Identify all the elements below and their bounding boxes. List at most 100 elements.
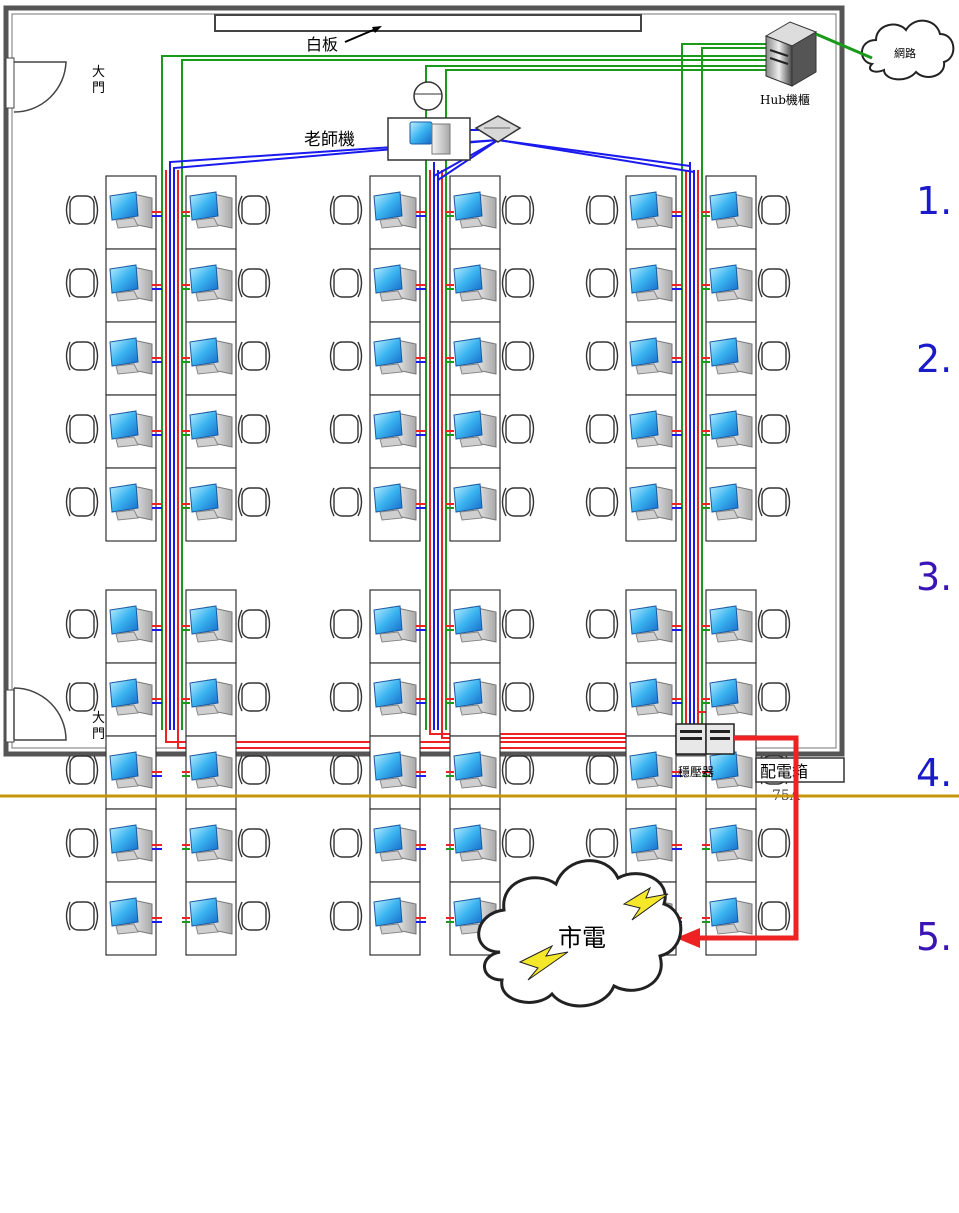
power-cable: [165, 730, 676, 743]
network-cable: [161, 55, 766, 170]
chair-icon: [501, 414, 535, 444]
list-number-3: 3.: [916, 555, 952, 599]
internet-cloud: [815, 19, 955, 81]
computer-icon: [453, 264, 497, 302]
chair-icon: [237, 341, 271, 371]
city-power-cloud: [477, 859, 683, 1008]
chair-icon: [65, 609, 99, 639]
lightning-bolt-icon: [518, 944, 569, 981]
network-cable: [681, 43, 766, 170]
chair-icon: [329, 414, 363, 444]
chair-icon: [329, 609, 363, 639]
computer-icon: [373, 678, 417, 716]
chair-icon: [65, 487, 99, 517]
computer-icon: [629, 605, 673, 643]
computer-icon: [709, 337, 753, 375]
computer-icon: [453, 824, 497, 862]
computer-icon: [453, 483, 497, 521]
chair-icon: [237, 755, 271, 785]
chair-icon: [65, 341, 99, 371]
list-number-5: 5.: [916, 915, 952, 959]
teacher-pc-label: 老師機: [304, 130, 355, 150]
chair-icon: [237, 487, 271, 517]
computer-icon: [709, 483, 753, 521]
chair-icon: [757, 828, 791, 858]
computer-icon: [189, 337, 233, 375]
main-power-line: [676, 735, 799, 948]
computer-icon: [373, 410, 417, 448]
computer-icon: [709, 605, 753, 643]
network-cable: [181, 59, 766, 170]
door-label-bottom: 大門: [92, 711, 105, 742]
chair-icon: [757, 195, 791, 225]
chair-icon: [757, 609, 791, 639]
chair-icon: [329, 487, 363, 517]
network-cable: [701, 47, 766, 170]
computer-icon: [109, 897, 153, 935]
computer-icon: [629, 483, 673, 521]
computer-icon: [453, 605, 497, 643]
chair-icon: [585, 414, 619, 444]
computer-icon: [189, 191, 233, 229]
chair-icon: [585, 195, 619, 225]
chair-icon: [757, 341, 791, 371]
chair-icon: [501, 755, 535, 785]
hub-cabinet-label: Hub機櫃: [760, 92, 810, 107]
computer-icon: [629, 824, 673, 862]
chair-icon: [65, 682, 99, 712]
computer-icon: [453, 897, 497, 935]
chair-icon: [65, 195, 99, 225]
power-cable: [177, 730, 676, 749]
computer-icon: [189, 751, 233, 789]
chair-icon: [65, 268, 99, 298]
chair-icon: [237, 828, 271, 858]
distribution-box-label: 配電箱: [760, 762, 808, 781]
chair-icon: [501, 828, 535, 858]
computer-icon: [709, 264, 753, 302]
server-icon: [764, 21, 818, 87]
computer-icon: [373, 897, 417, 935]
computer-icon: [629, 410, 673, 448]
chair-icon: [501, 487, 535, 517]
stabilizer-label: 穩壓器: [678, 765, 714, 779]
chair-icon: [757, 268, 791, 298]
computer-icon: [373, 751, 417, 789]
chair-icon: [237, 682, 271, 712]
power-cable: [429, 730, 676, 735]
computer-icon: [109, 605, 153, 643]
workstation-layer: [65, 175, 791, 956]
chair-icon: [237, 609, 271, 639]
computer-icon: [373, 824, 417, 862]
computer-icon: [189, 678, 233, 716]
computer-icon: [453, 678, 497, 716]
computer-icon: [109, 264, 153, 302]
list-number-1: 1.: [916, 179, 952, 223]
chair-icon: [65, 901, 99, 931]
cable-layer: [161, 43, 766, 749]
computer-icon: [109, 751, 153, 789]
chair-icon: [585, 341, 619, 371]
distribution-box: [755, 757, 845, 783]
computer-icon: [189, 483, 233, 521]
computer-icon: [453, 337, 497, 375]
chair-icon: [501, 268, 535, 298]
computer-icon: [453, 410, 497, 448]
computer-icon: [189, 897, 233, 935]
chair-icon: [757, 682, 791, 712]
computer-icon: [109, 410, 153, 448]
computer-icon: [453, 191, 497, 229]
door-label-top: 大門: [92, 65, 105, 96]
computer-icon: [189, 824, 233, 862]
data-cable: [497, 139, 691, 176]
computer-icon: [189, 605, 233, 643]
switch-icon: [474, 115, 522, 143]
computer-icon: [373, 483, 417, 521]
chair-icon: [585, 268, 619, 298]
data-cable: [497, 139, 695, 176]
chair-icon: [329, 901, 363, 931]
computer-icon: [709, 678, 753, 716]
chair-icon: [757, 901, 791, 931]
lightning-bolt-icon: [622, 886, 669, 921]
